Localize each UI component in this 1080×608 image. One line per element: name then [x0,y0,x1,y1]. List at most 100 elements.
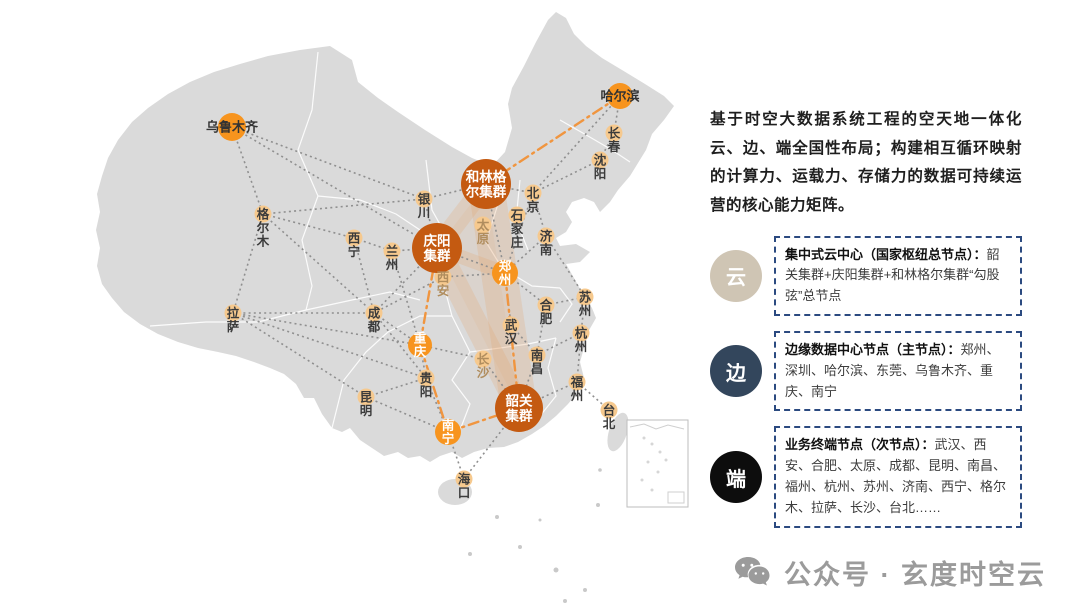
city-dot-yinchuan [415,190,433,208]
city-dot-lasa [224,304,242,322]
info-panel: 基于时空大数据系统工程的空天地一体化云、边、端全国性布局；构建相互循环映射的计算… [710,106,1022,528]
band-helinger-shaoguan [468,181,537,411]
city-dot-guiyang [417,369,435,387]
city-label-hangzhou: 杭州 [574,326,588,355]
trunk-chongqing-nanning [418,343,450,434]
cloud-symbol-circle: 云 [710,249,762,302]
map-nodes [218,83,633,488]
city-label-xining: 西宁 [348,232,361,260]
edge-legend-box: 边缘数据中心节点（主节点）：郑州、深圳、哈尔滨、东莞、乌鲁木齐、重庆、南宁 [774,331,1022,412]
city-label-lanzhou: 兰州 [385,244,399,273]
city-dot-wuhan [502,316,520,334]
city-dot-taibei [600,401,618,419]
legend-row-cloud: 云 集中式云中心（国家枢纽总节点）：韶关集群+庆阳集群+和林格尔集群“勾股弦”总… [710,235,1022,317]
legend-row-terminal: 端 业务终端节点（次节点）：武汉、西安、合肥、太原、成都、昆明、南昌、福州、杭州… [710,426,1022,528]
city-dot-taiyuan [474,216,492,234]
band-qingyang-shaoguan [426,242,530,414]
link-beijing-haerbin [532,95,621,194]
city-dot-jinan [537,227,555,245]
city-label-suzhou: 苏州 [578,290,592,319]
cloud-legend-box: 集中式云中心（国家枢纽总节点）：韶关集群+庆阳集群+和林格尔集群“勾股弦”总节点 [774,235,1022,317]
city-label-yinchuan: 银川 [417,192,431,221]
city-label-lasa: 拉萨 [227,306,240,335]
hub-node-haerbin [607,83,633,109]
city-label-haikou: 海口 [458,472,471,501]
city-dot-shijiazhuang [508,206,526,224]
city-dot-geermu [254,205,272,223]
city-label-changsha: 长沙 [477,352,490,381]
cluster-label-shaoguan: 韶关集群 [505,393,534,424]
link-chengdu-guiyang [373,312,427,379]
offshore-islands [468,468,602,603]
city-label-wuhan: 武汉 [505,318,518,347]
city-label-jinan: 济南 [540,229,553,258]
link-jinan-suzhou [545,235,586,298]
hub-label-zhengzhou: 郑州 [498,259,512,288]
city-dot-changsha [474,350,492,368]
link-lasa-chongqing [232,312,421,346]
city-dot-shenyang [591,151,609,169]
hub-node-nanning [435,419,461,445]
cloud-legend-desc: 韶关集群+庆阳集群+和林格尔集群“勾股弦”总节点 [785,246,1000,304]
city-label-beijing: 北京 [527,186,540,215]
link-jinan-zhengzhou [504,235,547,274]
city-label-nanchang: 南昌 [531,348,544,377]
city-label-taibei: 台北 [603,403,616,432]
cluster-node-qingyang [412,223,462,273]
city-label-chengdu: 成都 [367,306,381,335]
city-dot-suzhou [576,288,594,306]
china-silhouette [96,12,689,603]
city-label-geermu: 格尔木 [256,207,270,249]
link-geermu-yinchuan [262,198,425,215]
link-zhengzhou-hefei [504,272,547,306]
city-label-kunming: 昆明 [360,390,373,419]
cloud-legend-title: 集中式云中心（国家枢纽总节点）： [785,246,987,262]
city-label-taiyuan: 太原 [477,218,490,247]
orange-dashed-links [418,94,622,434]
link-lasa-kunming [232,312,367,398]
city-dot-changchun [605,124,623,142]
south-china-sea-inset [626,419,689,508]
link-geermu-chengdu [262,213,375,314]
terminal-legend-title: 业务终端节点（次节点）： [785,437,935,453]
edge-legend-desc: 郑州、深圳、哈尔滨、东莞、乌鲁木齐、重庆、南宁 [785,342,1000,399]
link-geermu-xining [262,213,355,239]
city-label-xian: 西安 [437,271,450,299]
terminal-symbol-circle: 端 [710,451,762,504]
city-dot-hefei [537,296,555,314]
cluster-node-helinger [461,159,511,209]
city-dot-haikou [455,470,473,488]
city-label-guiyang: 贵阳 [420,371,433,400]
city-label-shijiazhuang: 石家庄 [510,209,524,250]
hub-label-haerbin: 哈尔滨 [600,89,639,104]
cluster-label-qingyang: 庆阳集群 [423,233,451,264]
city-dot-hangzhou [572,324,590,342]
cluster-node-shaoguan [495,384,543,432]
city-dot-chengdu [365,304,383,322]
intro-text: 基于时空大数据系统工程的空天地一体化云、边、端全国性布局；构建相互循环映射的计算… [710,111,1022,215]
city-dot-xining [345,229,363,247]
link-lanzhou-chongqing [391,250,421,346]
city-dot-kunming [357,388,375,406]
hub-label-nanning: 南宁 [442,418,455,447]
city-label-shenyang: 沈阳 [594,153,607,182]
legend-row-edge: 边 边缘数据中心节点（主节点）：郑州、深圳、哈尔滨、东莞、乌鲁木齐、重庆、南宁 [710,331,1022,412]
hub-node-urumqi [218,113,246,141]
hub-label-chongqing: 重庆 [413,331,427,360]
terminal-legend-box: 业务终端节点（次节点）：武汉、西安、合肥、太原、成都、昆明、南昌、福州、杭州、苏… [774,426,1022,528]
link-kunming-guiyang [365,377,427,398]
link-nanchang-shaoguan [518,354,538,409]
trunk-nanning-shaoguan [446,406,521,434]
taiwan-island [607,412,629,452]
link-beijing-shenyang [532,159,601,194]
trunk-haerbin-helinger [484,94,622,186]
city-dot-nanchang [528,346,546,364]
wechat-account-label: 公众号 · 玄度时空云 [784,560,1046,590]
city-dot-lanzhou [383,242,401,260]
city-label-hefei: 合肥 [540,298,553,327]
city-dot-beijing [524,184,542,202]
cluster-label-helinger: 和林格尔集群 [466,169,507,200]
city-dot-fuzhou [568,373,586,391]
terminal-legend-desc: 武汉、西安、合肥、太原、成都、昆明、南昌、福州、杭州、苏州、济南、西宁、格尔木、… [785,437,1007,515]
